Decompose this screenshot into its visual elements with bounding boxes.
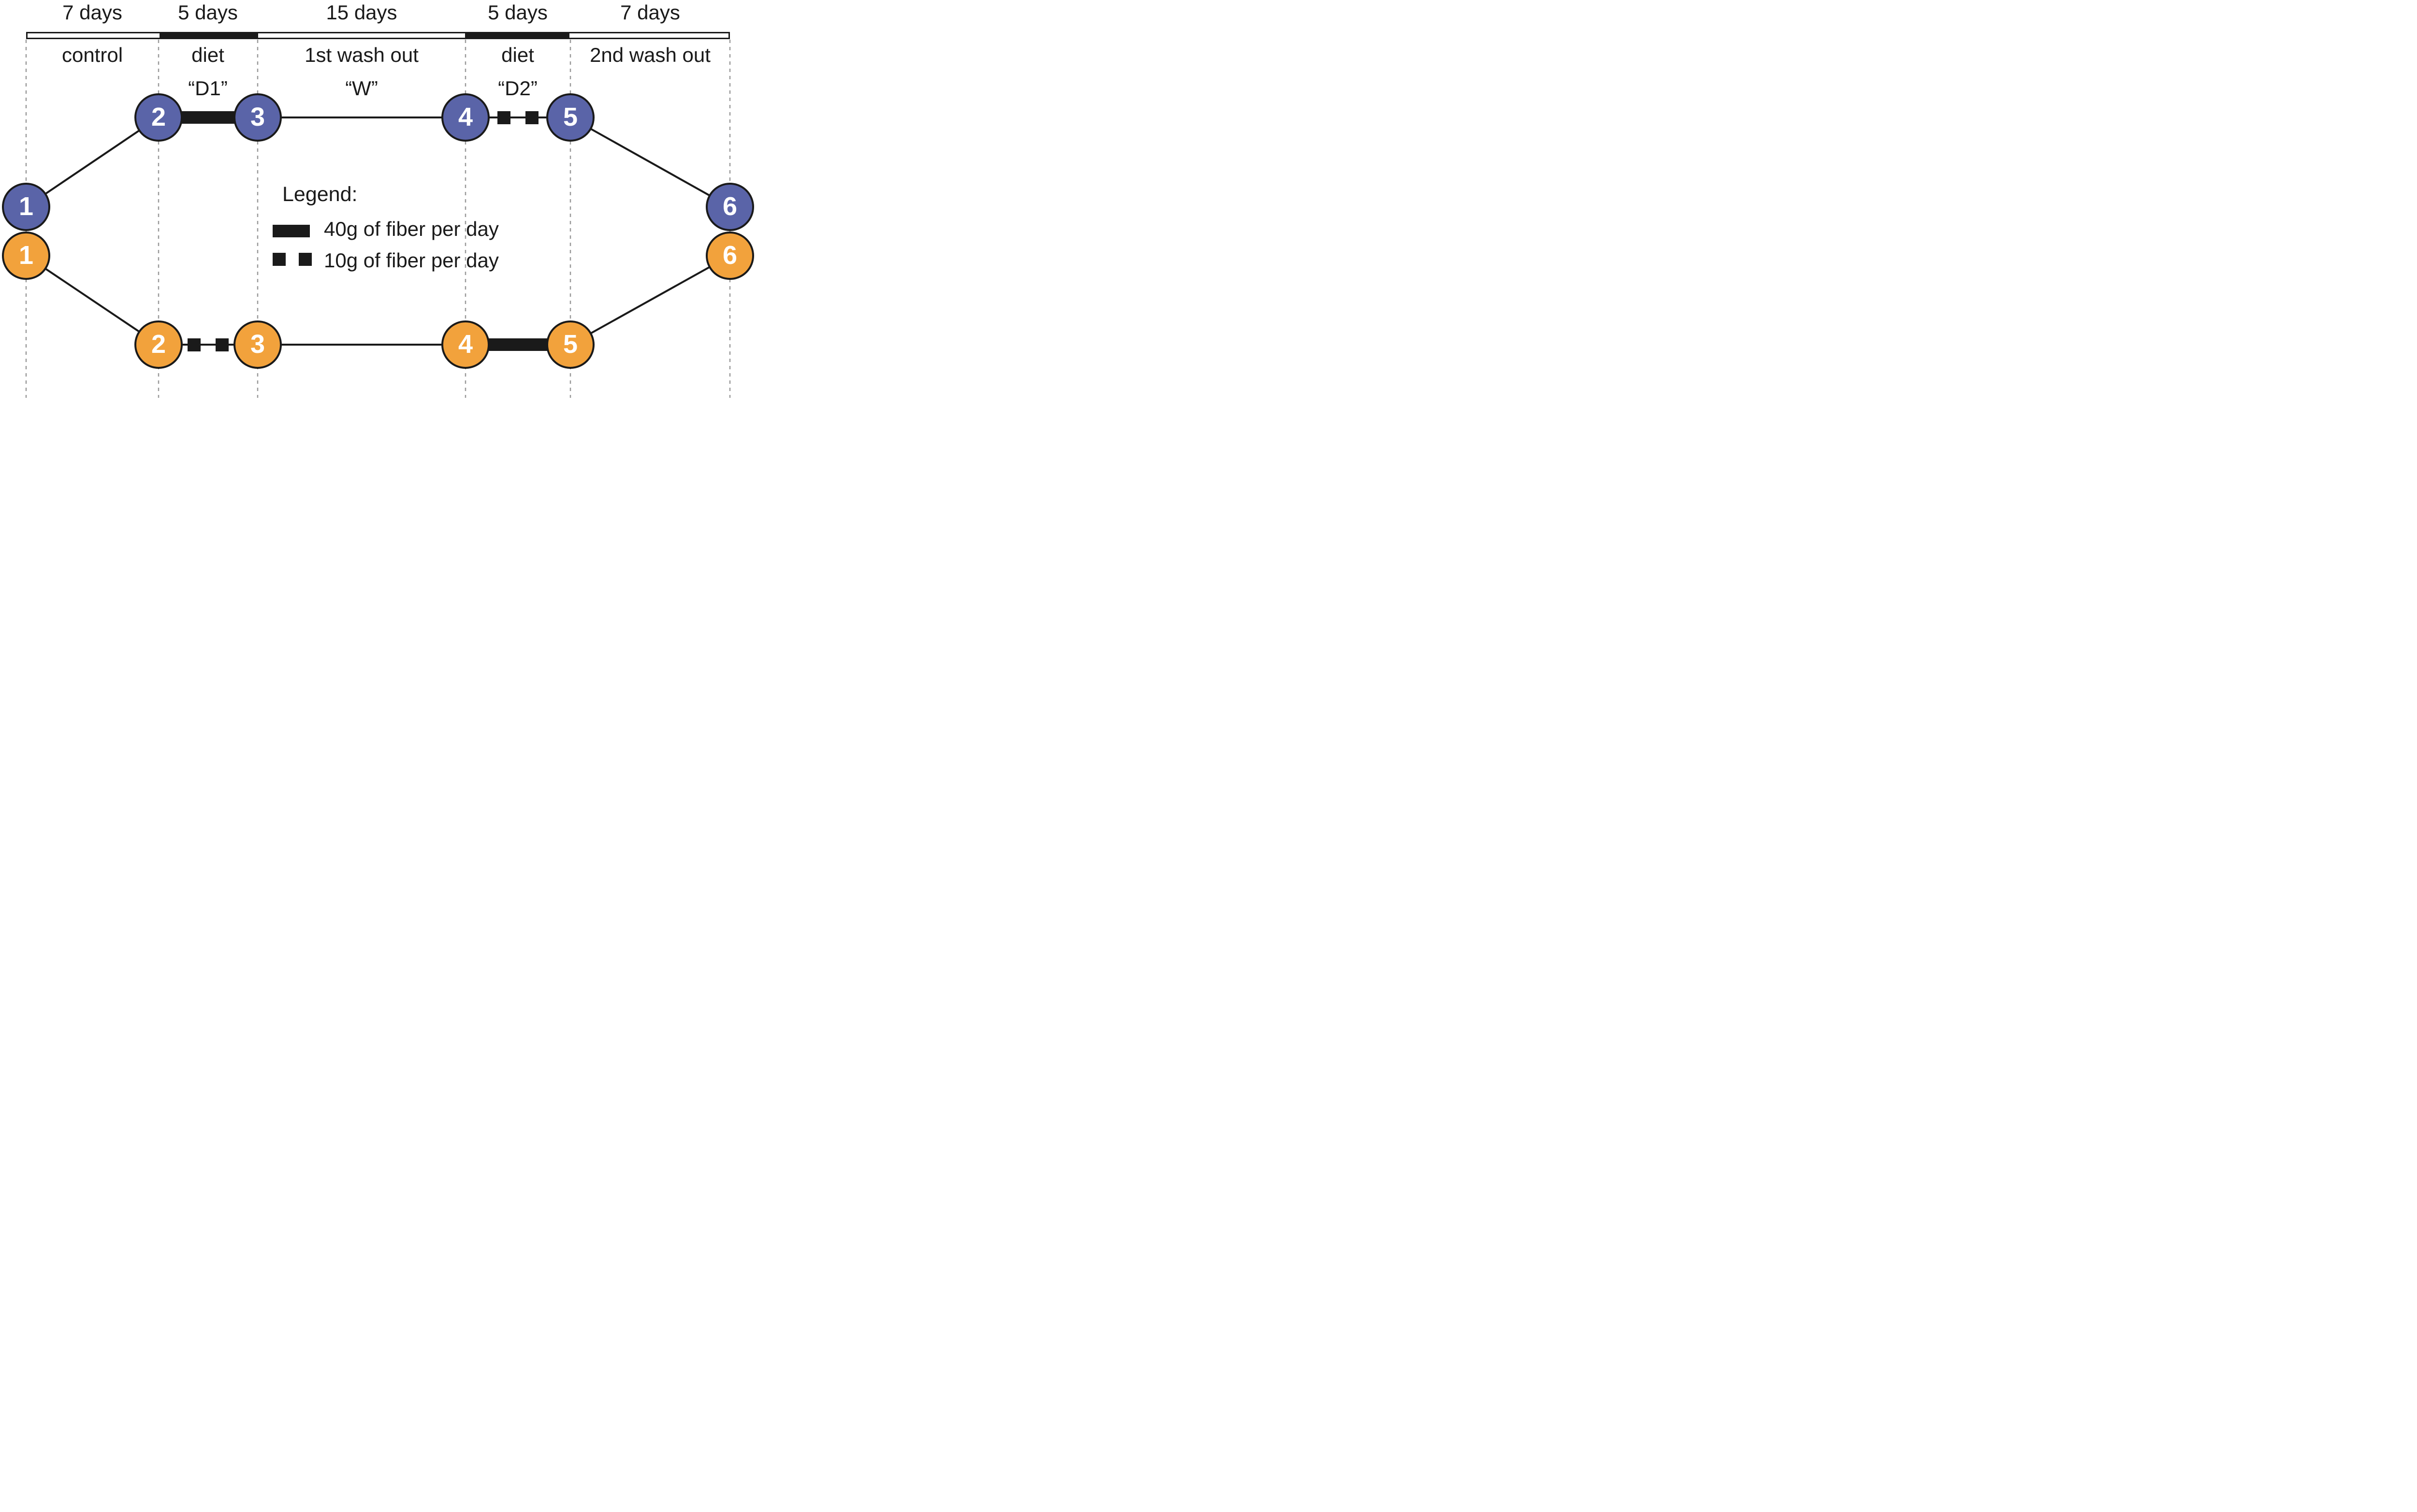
timeline-segment-diet-1 [159, 33, 259, 38]
timeline-bar [26, 32, 730, 39]
timeline-segment-control [28, 33, 160, 38]
phase-label-washout-1: 1st wash out [305, 44, 419, 66]
legend-10g-square-symbol-1 [273, 253, 286, 266]
node-blue-6: 6 [706, 183, 754, 231]
node-orange-5: 5 [546, 320, 595, 369]
legend-10g-label: 10g of fiber per day [324, 249, 499, 272]
timeline-segment-diet-2 [465, 33, 570, 38]
duration-label-2: 5 days [178, 1, 238, 24]
phase-label-diet-1: diet [191, 44, 224, 66]
blue-link-1-2 [25, 116, 160, 208]
code-label-w: “W” [345, 77, 378, 100]
blue-10g-square-2 [525, 111, 539, 124]
study-design-figure: 7 days 5 days 15 days 5 days 7 days cont… [0, 0, 758, 398]
node-blue-1: 1 [2, 183, 50, 231]
phase-label-control: control [61, 44, 123, 66]
code-label-d2: “D2” [498, 77, 538, 100]
node-orange-6: 6 [706, 232, 754, 280]
legend-10g-square-symbol-2 [299, 253, 312, 266]
legend-40g-label: 40g of fiber per day [324, 218, 499, 240]
node-orange-4: 4 [441, 320, 490, 369]
code-label-d1: “D1” [188, 77, 228, 100]
blue-link-5-6 [570, 116, 730, 208]
orange-link-5-6 [570, 255, 730, 346]
duration-label-4: 5 days [488, 1, 548, 24]
legend-40g-bar-symbol [273, 225, 310, 237]
duration-label-3: 15 days [326, 1, 397, 24]
node-orange-2: 2 [134, 320, 183, 369]
node-orange-3: 3 [233, 320, 282, 369]
duration-label-5: 7 days [620, 1, 680, 24]
node-orange-1: 1 [2, 232, 50, 280]
phase-label-washout-2: 2nd wash out [590, 44, 711, 66]
node-blue-4: 4 [441, 93, 490, 142]
timeline-segment-washout-1 [258, 33, 466, 38]
orange-link-1-2 [25, 255, 160, 346]
orange-10g-square-2 [216, 338, 229, 351]
orange-10g-square-1 [188, 338, 201, 351]
node-blue-2: 2 [134, 93, 183, 142]
node-blue-5: 5 [546, 93, 595, 142]
blue-10g-square-1 [497, 111, 510, 124]
timeline-segment-washout-2 [569, 33, 728, 38]
duration-label-1: 7 days [62, 1, 122, 24]
legend-title: Legend: [282, 183, 358, 206]
phase-label-diet-2: diet [501, 44, 534, 66]
node-blue-3: 3 [233, 93, 282, 142]
